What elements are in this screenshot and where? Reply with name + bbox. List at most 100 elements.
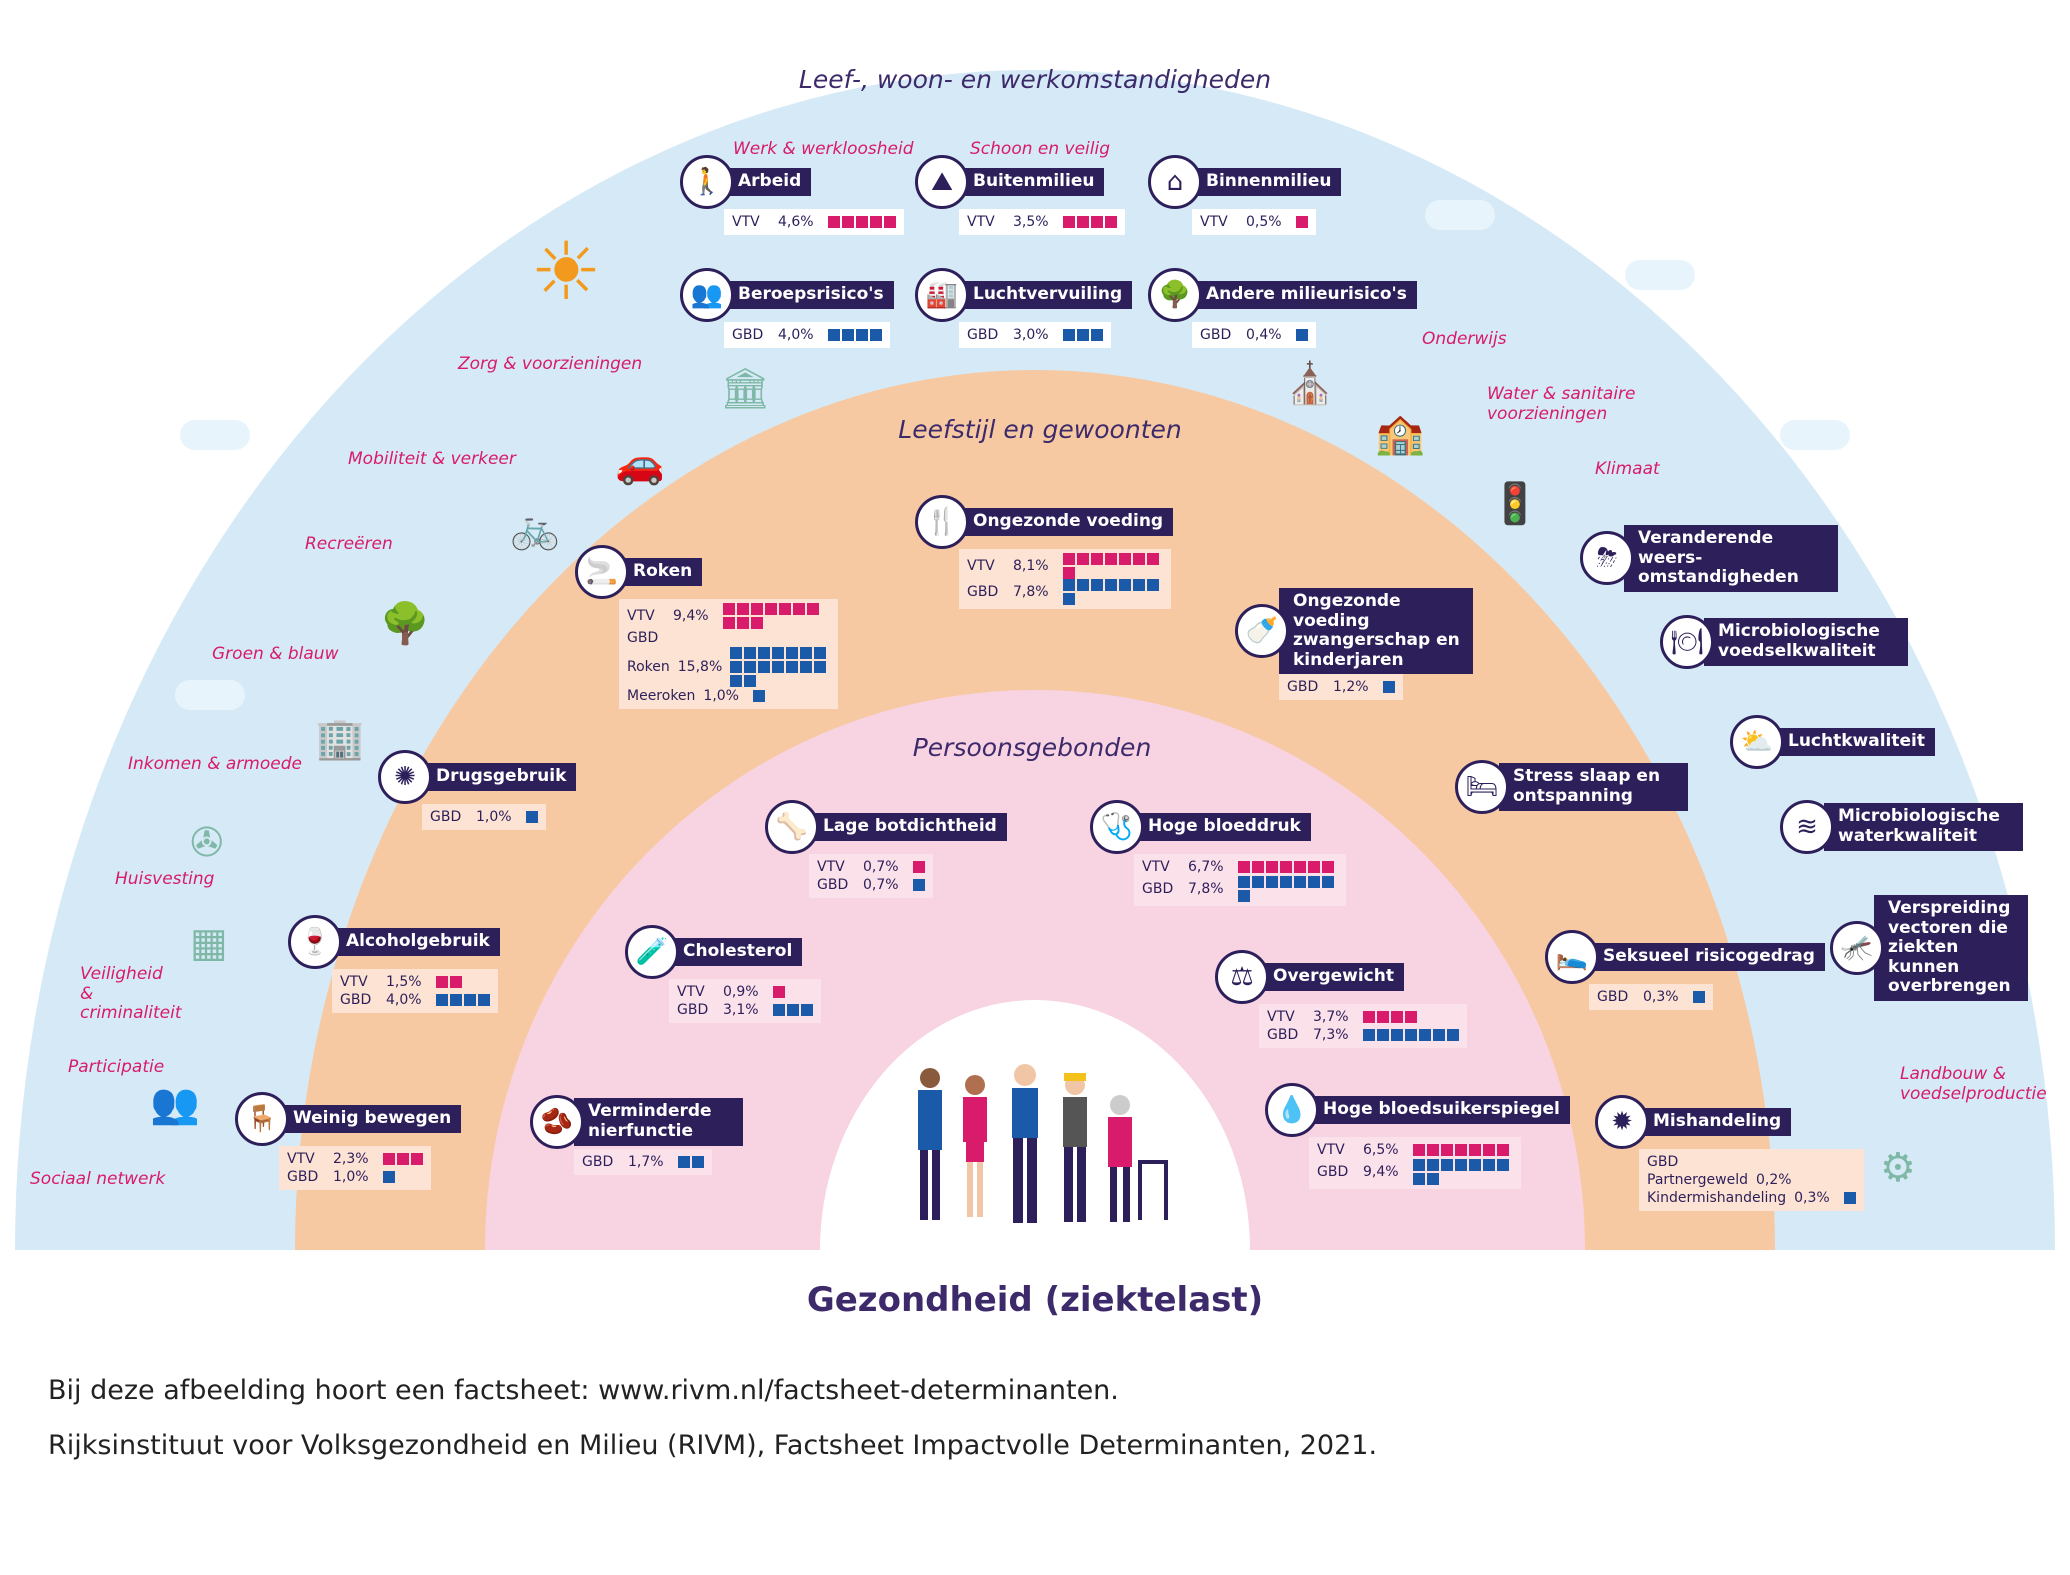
scale-icon: ⚖ (1215, 950, 1269, 1004)
stat-label: VTV (1317, 1142, 1345, 1158)
gbd-square (787, 1004, 799, 1016)
stat-value: 1,5% (386, 974, 422, 990)
gbd-squares (1363, 1029, 1459, 1041)
gbd-square (828, 329, 840, 341)
gbd-square (786, 647, 799, 659)
label-landbouw: Landbouw & voedselproductie (1900, 1064, 2047, 1104)
gbd-squares (1296, 329, 1308, 341)
landscape-icon: ⛰ (915, 155, 969, 209)
card-header: 🍷Alcoholgebruik (288, 915, 500, 969)
card-header: ⌂Binnenmilieu (1148, 155, 1342, 209)
card-header: 🚬Roken (575, 545, 838, 599)
gbd-square (450, 994, 462, 1006)
vtv-square (723, 603, 735, 615)
walking-person-icon: 🚶 (680, 155, 734, 209)
card-title: Weinig bewegen (279, 1105, 462, 1133)
card-title: Microbiologische waterkwaliteit (1824, 803, 2023, 851)
vtv-square (807, 603, 819, 615)
gbd-squares (1238, 876, 1338, 902)
gbd-squares (1844, 1192, 1857, 1204)
food-plate-icon: 🍴 (915, 495, 969, 549)
card-header: 🍽Microbiologische voedselkwaliteit (1660, 615, 1908, 669)
church-icon: ⛪ (1285, 361, 1335, 407)
stat-label: VTV (287, 1151, 315, 1167)
vtv-square (723, 617, 735, 629)
card-title: Ongezonde voeding zwangerschap en kinder… (1279, 588, 1473, 675)
gbd-square (786, 661, 799, 673)
traffic-icon: 🚦 (1490, 481, 1540, 527)
card-title: Veranderende weers-omstandigheden (1624, 525, 1838, 592)
gbd-square (814, 661, 827, 673)
artery-icon: 🧪 (625, 925, 679, 979)
middle-ring-title: Leefstijl en gewoonten (898, 415, 1182, 444)
gbd-squares (526, 811, 538, 823)
stat-value: 3,1% (723, 1002, 759, 1018)
stat-label: GBD (627, 630, 659, 646)
vtv-square (773, 986, 785, 998)
card-title: Arbeid (724, 168, 812, 196)
card-title: Cholesterol (669, 938, 803, 966)
gbd-square (758, 661, 771, 673)
vtv-square (1441, 1144, 1453, 1156)
vtv-square (856, 216, 868, 228)
gbd-square (1063, 593, 1075, 605)
label-mobiliteit: Mobiliteit & verkeer (348, 449, 516, 469)
gbd-square (1091, 329, 1103, 341)
gbd-square (1133, 579, 1145, 591)
card-header: 🚶Arbeid (680, 155, 904, 209)
vtv-square (1296, 216, 1308, 228)
gbd-square (1294, 876, 1306, 888)
card-header: 🩺Hoge bloeddruk (1090, 800, 1346, 854)
gbd-square (1427, 1159, 1439, 1171)
gbd-square (730, 647, 743, 659)
card-header: 🦴Lage botdichtheid (765, 800, 1007, 854)
stat-label: GBD (1317, 1164, 1349, 1180)
gbd-squares (383, 1171, 395, 1183)
vtv-square (1238, 861, 1250, 873)
label-huisvesting: Huisvesting (115, 869, 215, 889)
bed-icon: 🛏 (1455, 760, 1509, 814)
gbd-square (526, 811, 538, 823)
building-icon: 🏛 (720, 366, 771, 412)
stat-value: 3,0% (1013, 327, 1049, 343)
gbd-square (1455, 1159, 1467, 1171)
gbd-square (913, 879, 925, 891)
card-title: Stress slaap en ontspanning (1499, 763, 1688, 811)
card-title: Mishandeling (1639, 1108, 1792, 1136)
gbd-square (1383, 681, 1395, 694)
stat-value: 9,4% (673, 608, 709, 624)
label-veiligheid-text: Veiligheid & criminaliteit (80, 964, 182, 1024)
stat-value: 3,7% (1313, 1009, 1349, 1025)
stat-label: GBD (967, 584, 999, 600)
stat-label: GBD (430, 809, 462, 825)
gbd-square (1419, 1029, 1431, 1041)
gbd-square (1844, 1192, 1857, 1204)
card-title: Luchtvervuiling (959, 281, 1133, 309)
person-figure (963, 1075, 987, 1217)
gbd-square (800, 647, 813, 659)
card-title: Verspreiding vectoren die ziekten kunnen… (1874, 895, 2028, 1001)
house-icon: 🏢 (315, 716, 365, 762)
label-inkomen: Inkomen & armoede (128, 754, 302, 774)
label-zorg: Zorg & voorzieningen (458, 354, 643, 374)
stat-label: GBD (582, 1154, 614, 1170)
stat-value: 1,0% (703, 688, 739, 704)
label-schoon: Schoon en veilig (970, 139, 1111, 159)
